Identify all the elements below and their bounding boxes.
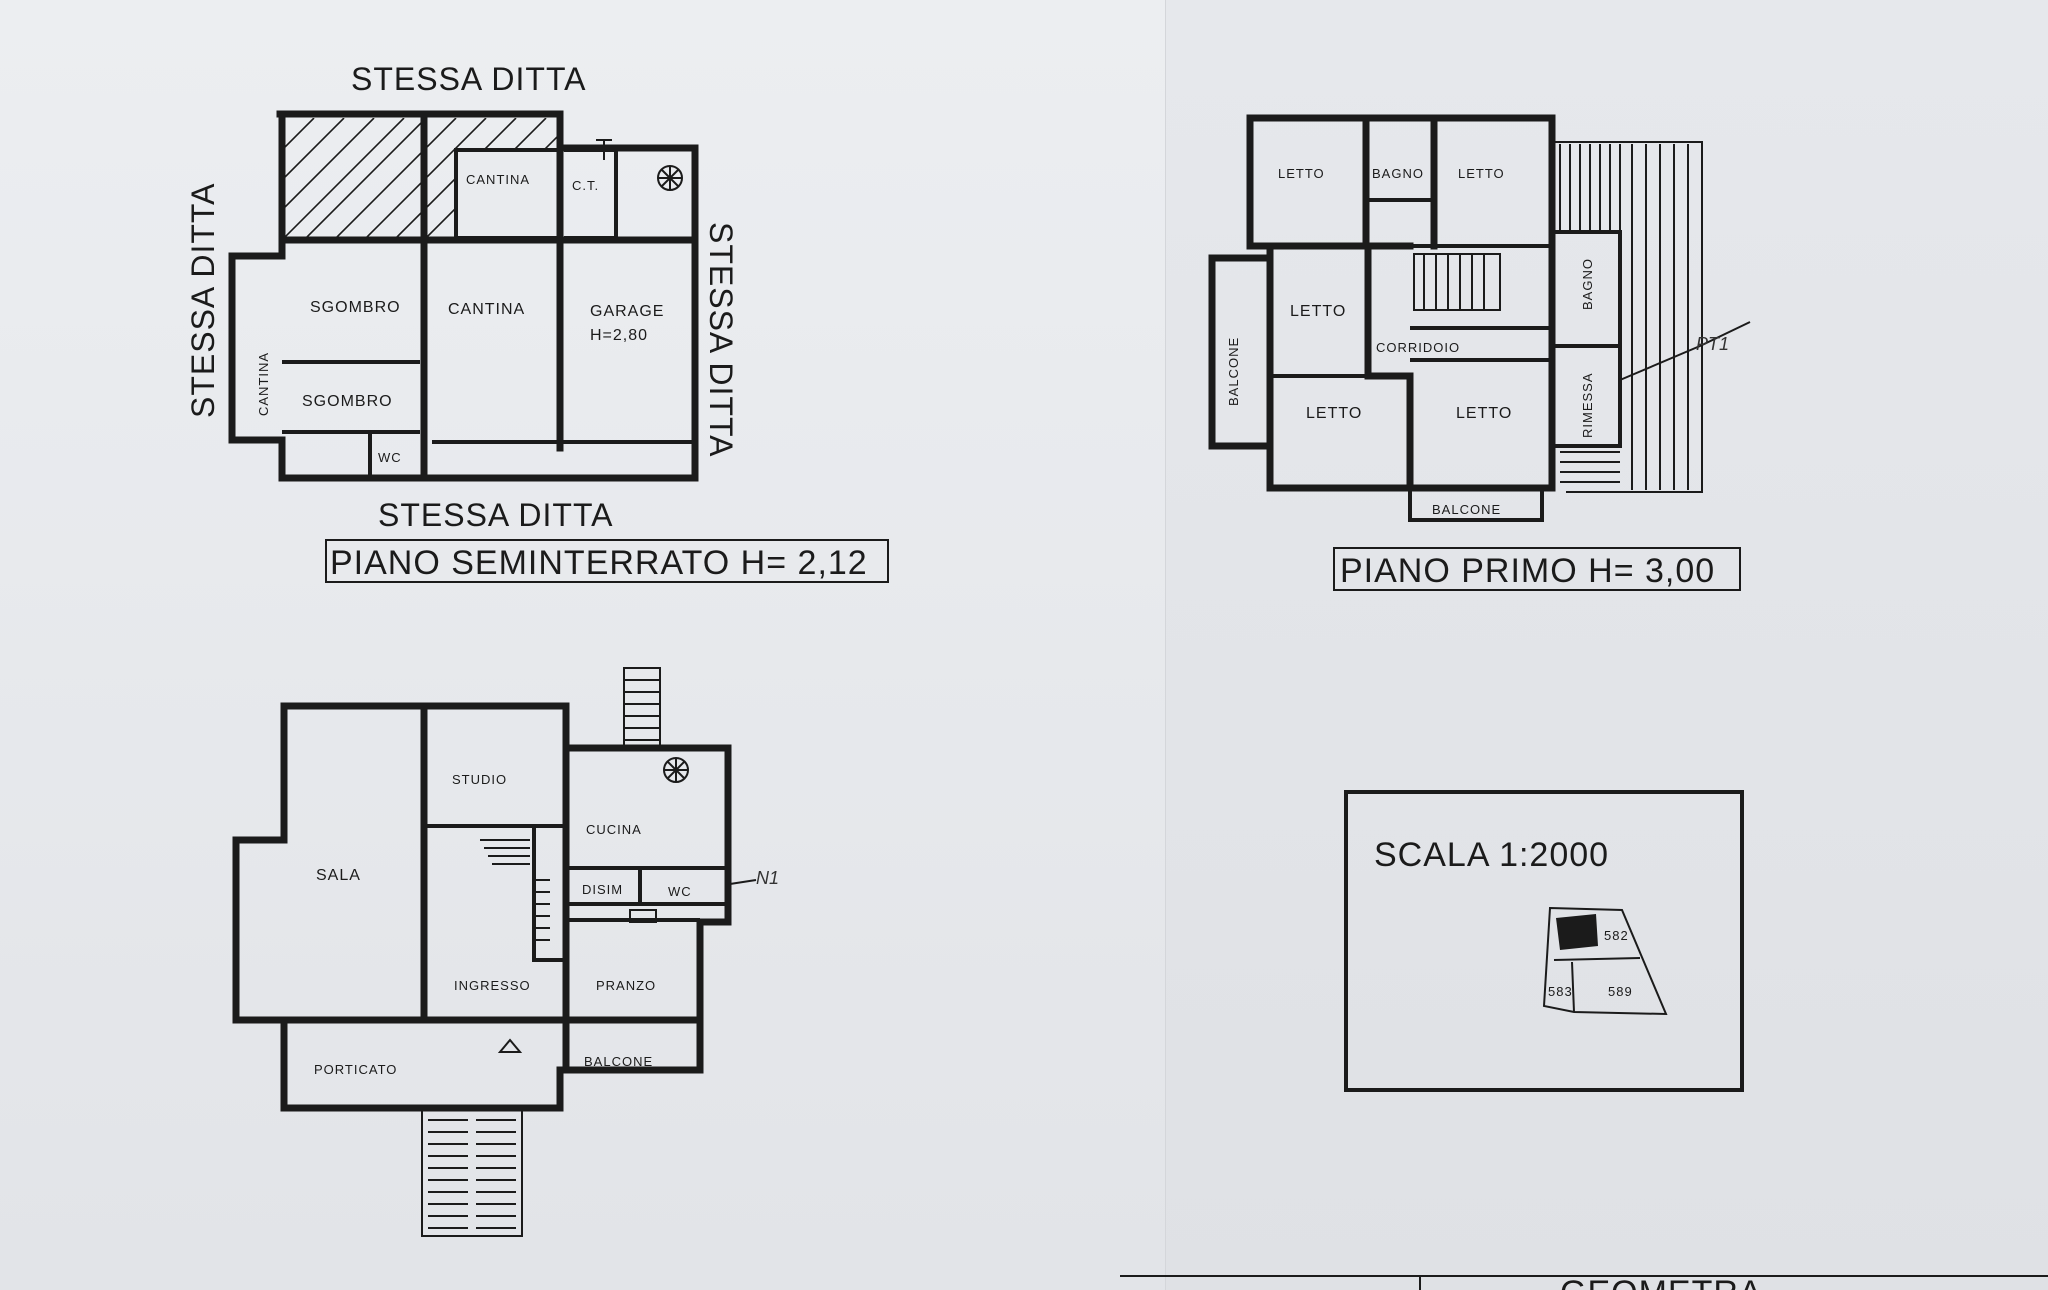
room-rimessa: RIMESSA [1580, 372, 1595, 438]
note-leader-n1 [729, 879, 757, 885]
room-letto-5: LETTO [1456, 405, 1512, 422]
room-pranzo: PRANZO [596, 978, 656, 993]
room-portico: PORTICATO [314, 1062, 397, 1077]
title-primo: PIANO PRIMO H= 3,00 [1340, 552, 1715, 590]
room-sgombro-2: SGOMBRO [302, 393, 393, 410]
room-ct: C.T. [572, 178, 599, 193]
room-ingresso: INGRESSO [454, 978, 531, 993]
plan-primo: PT1 LETTO BAGNO LETTO LETTO CORRIDOIO BA… [1208, 114, 1751, 591]
room-studio: STUDIO [452, 772, 507, 787]
room-bagno-2: BAGNO [1580, 258, 1595, 310]
note-pt1: PT1 [1696, 334, 1729, 354]
room-letto-3: LETTO [1290, 303, 1346, 320]
room-disimpegno: DISIM [582, 882, 623, 897]
surrounding-label-right: STESSA DITTA [703, 222, 739, 457]
paper-sheet-left [0, 0, 1165, 1290]
room-garage: GARAGE [590, 303, 664, 320]
title-box-primo [1333, 547, 1741, 591]
title-box-seminterrato [325, 539, 889, 583]
footer-stamp-label: GEOMETRA [1560, 1274, 1763, 1290]
room-garage-height: H=2,80 [590, 327, 648, 344]
parcel-label-1: 582 [1604, 928, 1629, 943]
room-wc-seminterrato: WC [378, 450, 402, 465]
room-balcone-bottom: BALCONE [1432, 502, 1501, 517]
room-balcone-side: BALCONE [1226, 337, 1241, 406]
surrounding-label-top: STESSA DITTA [351, 61, 586, 97]
room-sgombro-1: SGOMBRO [310, 299, 401, 316]
room-wc-terra: WC [668, 884, 692, 899]
room-letto-2: LETTO [1458, 166, 1505, 181]
paper-sheet-right [1165, 0, 2048, 1290]
room-bagno-1: BAGNO [1372, 166, 1424, 181]
room-cantina-side: CANTINA [256, 352, 271, 416]
plan-seminterrato: STESSA DITTA STESSA DITTA STESSA DITTA S… [185, 61, 889, 583]
room-letto-1: LETTO [1278, 166, 1325, 181]
plan-terra: STUDIO CUCINA SALA DISIM WC INGRESSO PRA… [232, 667, 779, 1237]
scale-box: SCALA 1:2000 582 583 589 [1344, 790, 1744, 1092]
room-corridoio: CORRIDOIO [1376, 340, 1460, 355]
parcel-label-3: 589 [1608, 984, 1633, 999]
room-sala: SALA [316, 867, 361, 884]
room-balcone-terra: BALCONE [584, 1054, 653, 1069]
note-n1: N1 [756, 868, 779, 888]
surrounding-label-left: STESSA DITTA [185, 183, 221, 418]
scale-label: SCALA 1:2000 [1374, 836, 1609, 874]
room-cucina: CUCINA [586, 822, 642, 837]
surrounding-label-bottom: STESSA DITTA [378, 497, 613, 533]
title-seminterrato: PIANO SEMINTERRATO H= 2,12 [330, 544, 868, 582]
hatched-area [282, 118, 560, 240]
room-cantina-center: CANTINA [448, 301, 525, 318]
parcel-label-2: 583 [1548, 984, 1573, 999]
room-letto-4: LETTO [1306, 405, 1362, 422]
room-cantina-top: CANTINA [466, 172, 530, 187]
footer-stamp: GEOMETRA [1120, 1274, 2048, 1290]
